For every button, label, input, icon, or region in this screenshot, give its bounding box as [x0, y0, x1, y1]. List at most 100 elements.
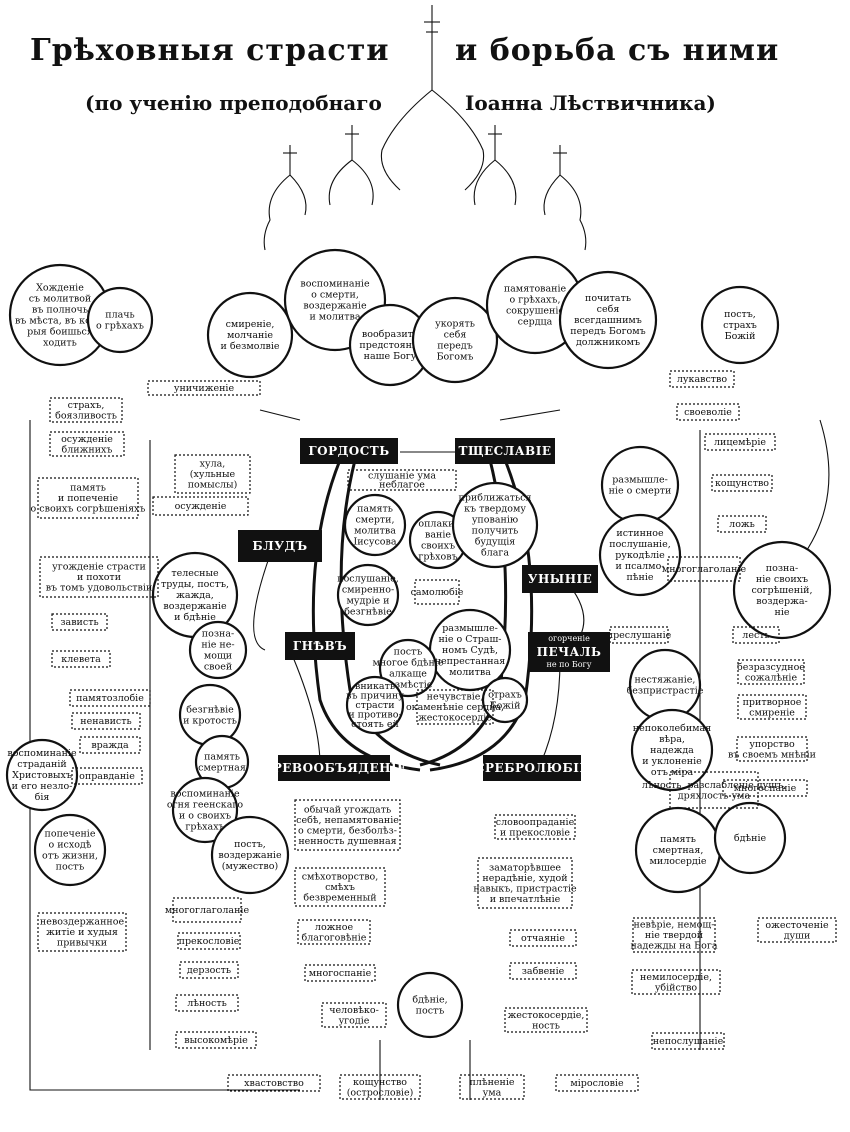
label-line: размышле- — [612, 475, 668, 486]
sin-box-b36: прекословіе — [177, 932, 241, 950]
passion-label: ТЩЕСЛАВІЕ — [459, 444, 552, 458]
label-line: непоколебимая — [633, 723, 711, 734]
label-line: ніе не- — [201, 640, 234, 651]
label-line: въ причину — [346, 690, 404, 701]
label-line: безразсудное — [737, 662, 805, 673]
box-outline — [294, 867, 386, 907]
label-line: страхъ, — [68, 400, 105, 411]
sin-box-b44: немилосердіе,убійство — [631, 969, 721, 995]
label-line: заматорѣвшее — [489, 862, 561, 873]
box-outline — [304, 964, 376, 982]
label-line: ближнихъ — [62, 444, 113, 455]
church-domes-icon — [263, 5, 587, 251]
sin-box-b27: нечувствіе,окаменѣніе сердца,жестокосерд… — [406, 689, 504, 725]
box-outline — [414, 579, 460, 605]
label-line: о грѣхахъ, — [510, 295, 561, 306]
virtue-circle-c32: бдѣніе — [713, 801, 787, 875]
label-line: безмѣстіе — [384, 680, 433, 691]
label-line: передъ Богомъ — [570, 326, 645, 337]
label-line: страсти — [355, 700, 394, 711]
label-line: и попеченіе — [58, 493, 119, 504]
label-line: памятованіе — [504, 284, 567, 295]
circle-outline — [378, 638, 438, 698]
label-line: постъ, — [724, 309, 756, 320]
box-outline — [555, 1074, 639, 1092]
box-outline — [49, 431, 125, 457]
label-line: своей — [204, 662, 232, 673]
label-line: надежды на Бога — [631, 941, 718, 952]
label-line: словоопраданіе — [496, 817, 575, 828]
passion-box — [285, 632, 355, 660]
circle-outline — [411, 296, 499, 384]
label-line: приближаться — [459, 493, 532, 504]
sin-box-b15: клевета — [51, 650, 111, 668]
label-line: сердца — [518, 317, 553, 328]
label-line: въ полночь — [32, 305, 88, 316]
label-line: рыя боишься — [27, 327, 93, 338]
label-line: пѣніе — [626, 572, 653, 583]
label-line: наше Богу — [364, 351, 417, 362]
box-outline — [669, 771, 759, 809]
box-outline — [79, 736, 141, 754]
label-line: отчаяніе — [521, 933, 565, 944]
label-line: смиреніе — [749, 707, 795, 718]
circle-outline — [336, 563, 400, 627]
label-line: попеченіе — [45, 829, 96, 840]
sin-box-b45: лѣность — [175, 994, 239, 1012]
circle-outline — [481, 676, 529, 724]
box-outline — [294, 799, 401, 851]
passion-box — [522, 565, 598, 593]
passion-lust: БЛУДЪ — [238, 530, 322, 562]
label-line: о исходѣ — [48, 840, 91, 851]
label-line: сокрушеніе — [506, 306, 564, 317]
label-line: многоглаголаніе — [165, 905, 250, 916]
box-outline — [494, 814, 576, 840]
label-line: предстояніе — [359, 340, 421, 351]
label-line: ложное — [315, 922, 354, 933]
passion-label: ГНѢВЪ — [293, 639, 347, 653]
sin-box-b38: отчаяніе — [509, 929, 577, 947]
box-outline — [175, 1031, 257, 1049]
label-line: безпристрастіе — [627, 686, 704, 697]
label-line: молчаніе — [227, 330, 273, 341]
label-line: мірословіе — [570, 1078, 624, 1089]
circle-outline — [345, 675, 405, 735]
label-line: кощунство — [353, 1077, 407, 1088]
label-line: послушаніе, — [337, 574, 399, 585]
box-outline — [737, 694, 807, 720]
label-line: постъ — [416, 1006, 445, 1017]
box-outline — [704, 433, 776, 451]
label-line: уничиженіе — [174, 383, 235, 394]
sin-box-b53: мірословіе — [555, 1074, 639, 1092]
label-line: жестокосердіе — [418, 713, 492, 724]
label-line: мощи — [204, 651, 232, 662]
label-line: немилосердіе, — [640, 972, 712, 983]
label-line: блага — [481, 548, 509, 559]
label-line: многоспаніе — [309, 968, 372, 979]
box-outline — [347, 469, 457, 491]
box-outline — [732, 626, 780, 644]
passion-label: БЛУДЪ — [252, 539, 307, 553]
label-line: себѣ, непамятованіе — [296, 815, 399, 826]
label-line: о смерти, безболѣз- — [298, 825, 397, 836]
sin-box-b34: многоглаголаніе — [165, 897, 250, 923]
label-line: привычки — [57, 938, 107, 949]
box-outline — [39, 556, 159, 598]
label-line: клевета — [61, 654, 101, 665]
label-line: въ томъ удовольствіи — [46, 583, 153, 594]
virtue-circle-c18: размышле-ніе о Страш-номъ Судѣ,непрестан… — [428, 608, 512, 692]
label-line: плѣненіе — [469, 1077, 514, 1088]
label-line: невѣріе, немощ- — [634, 920, 715, 931]
